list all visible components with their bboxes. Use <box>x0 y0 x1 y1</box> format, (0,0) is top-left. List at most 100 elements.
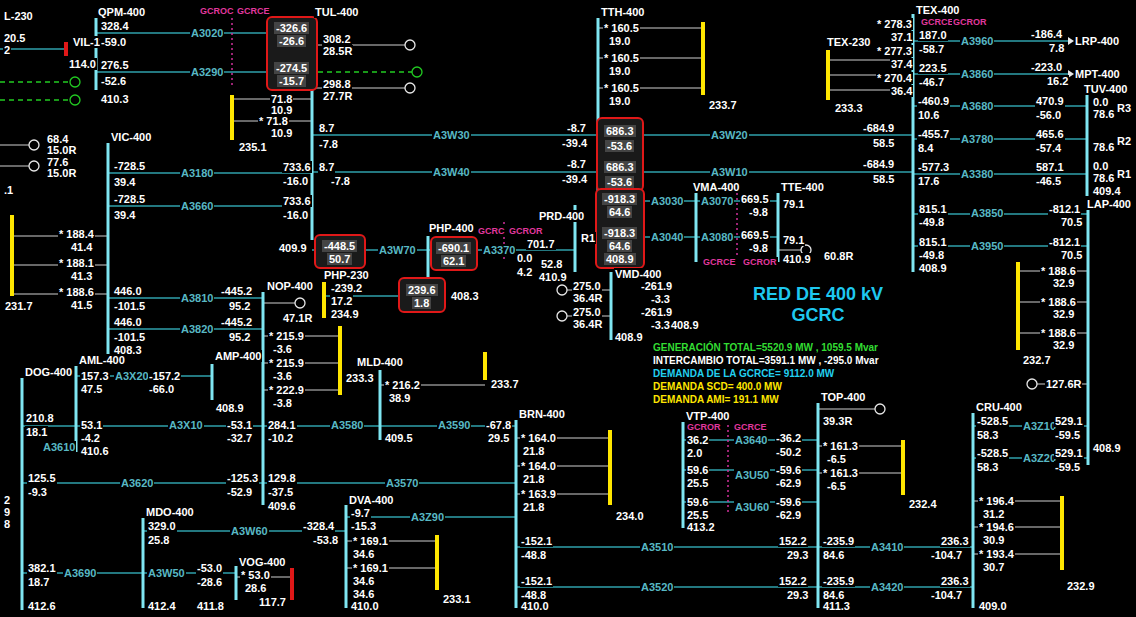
value-label: -104.7 <box>930 549 963 561</box>
line-name: A3U50 <box>734 469 770 481</box>
value-label: 587.1 <box>1035 161 1065 173</box>
value-label: 232.9 <box>1066 580 1096 592</box>
value-label: 2 <box>3 494 11 506</box>
value-label: AMP-400 <box>214 350 262 362</box>
value-label: PHP-400 <box>428 222 475 234</box>
value-label: 446.0 <box>113 316 143 328</box>
highlight-value: 64.6 <box>607 206 632 218</box>
value-label: -8.7 <box>566 158 587 170</box>
value-label: TUV-400 <box>1083 83 1128 95</box>
value-label: -58.7 <box>918 43 945 55</box>
value-label: 408.9 <box>670 319 700 331</box>
value-label: 329.0 <box>147 520 177 532</box>
line-name: A3780 <box>960 133 994 145</box>
value-label: 15.0R <box>46 144 77 156</box>
value-label: 298.8 <box>322 78 352 90</box>
value-label: 408.9 <box>918 262 948 274</box>
value-label: * 216.2 <box>384 379 421 391</box>
value-label: 52.8 <box>540 258 563 270</box>
value-label: 58.5 <box>872 173 895 185</box>
line-name: A3W60 <box>230 525 269 537</box>
value-label: 409.5 <box>384 432 414 444</box>
value-label: LRP-400 <box>1074 35 1120 47</box>
area-marker: GCRC <box>477 226 506 236</box>
value-label: 233.3 <box>834 102 864 114</box>
value-label: R1 <box>580 232 596 244</box>
value-label: 39.4 <box>113 209 136 221</box>
highlight-value: -690.1 <box>436 242 471 254</box>
highlight-box: -448.550.7 <box>314 234 366 269</box>
value-label: 84.6 <box>822 549 845 561</box>
value-label: 41.5 <box>70 299 93 311</box>
value-label: -104.7 <box>930 589 963 601</box>
value-label: 233.7 <box>490 378 520 390</box>
value-label: 276.5 <box>100 59 130 71</box>
value-label: -7.8 <box>330 175 351 187</box>
value-label: 30.7 <box>982 561 1005 573</box>
value-label: -15.3 <box>350 520 377 532</box>
generator-symbol <box>70 77 80 87</box>
value-label: -59.6 <box>775 464 802 476</box>
line-name: A3820 <box>180 323 214 335</box>
value-label: -36.2 <box>775 432 802 444</box>
value-label: * 196.4 <box>978 495 1015 507</box>
value-label: -186.4 <box>1030 28 1063 40</box>
value-label: -235.9 <box>822 535 855 547</box>
value-label: DEMANDA AMI= 191.1 MW <box>652 394 780 405</box>
line-name: A3590 <box>437 419 471 431</box>
value-label: INTERCAMBIO TOTAL=3591.1 MW , -295.0 Mva… <box>652 355 880 366</box>
value-label: * 188.6 <box>1040 265 1077 277</box>
value-label: * 193.4 <box>978 548 1015 560</box>
value-label: 232.7 <box>1022 354 1052 366</box>
highlight-value: 408.9 <box>604 253 636 265</box>
value-label: -62.9 <box>775 509 802 521</box>
value-label: -53.0 <box>196 562 223 574</box>
line-name: A3810 <box>180 292 214 304</box>
value-label: GENERACIÓN TOTAL=5520.9 MW , 1059.5 Mvar <box>652 342 879 353</box>
line-name: A3680 <box>960 100 994 112</box>
value-label: 78.6 <box>1092 141 1115 153</box>
value-label: 58.5 <box>872 137 895 149</box>
value-label: 59.6 <box>686 464 709 476</box>
value-label: 8.7 <box>318 122 335 134</box>
value-label: 669.5 <box>740 193 770 205</box>
value-label: -460.9 <box>917 95 950 107</box>
value-label: -157.2 <box>148 370 181 382</box>
value-label: * 188.6 <box>58 286 95 298</box>
line-name: A3030 <box>650 195 684 207</box>
value-label: 157.3 <box>80 370 110 382</box>
area-marker: GCROR <box>742 257 778 267</box>
value-label: R1 <box>1116 168 1132 180</box>
line-name: A3Z10 <box>1022 420 1057 432</box>
value-label: VTP-400 <box>685 410 730 422</box>
diagram-title: RED DE 400 kV GCRC <box>738 284 898 326</box>
value-label: 0.0 <box>1092 160 1109 172</box>
value-label: DOG-400 <box>24 366 73 378</box>
value-label: 31.2 <box>982 508 1005 520</box>
value-label: 410.9 <box>538 271 568 283</box>
value-label: -16.0 <box>282 209 309 221</box>
value-label: -9.8 <box>748 206 769 218</box>
value-label: * 278.3 <box>876 18 913 30</box>
value-label: 10.6 <box>917 109 940 121</box>
value-label: 20.5 <box>3 32 26 44</box>
value-label: 236.3 <box>940 575 970 587</box>
unit-buses <box>12 22 1062 590</box>
value-label: 10.9 <box>270 127 293 139</box>
value-label: -6.5 <box>826 480 847 492</box>
value-label: 32.9 <box>1052 277 1075 289</box>
highlight-value: -918.3 <box>602 193 637 205</box>
value-label: -57.4 <box>1035 142 1062 154</box>
area-boundaries <box>232 18 737 515</box>
highlight-value: 686.3 <box>604 125 636 137</box>
generator-symbol <box>70 95 80 105</box>
line-name: A3W30 <box>432 129 471 141</box>
value-label: 412.4 <box>147 600 177 612</box>
value-label: * 277.3 <box>876 45 913 57</box>
line-name: A3040 <box>650 231 684 243</box>
value-label: -684.9 <box>862 158 895 170</box>
value-label: BRN-400 <box>518 408 566 420</box>
line-name: A3420 <box>870 581 904 593</box>
value-label: -528.5 <box>976 447 1009 459</box>
